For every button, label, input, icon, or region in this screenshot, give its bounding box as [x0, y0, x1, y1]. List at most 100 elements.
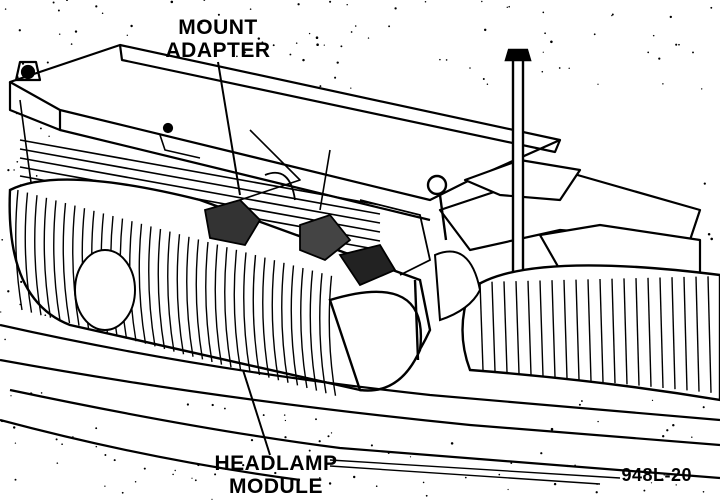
- speckle-dot: [262, 414, 265, 417]
- speckle-dot: [46, 61, 49, 64]
- speckle-dot: [464, 476, 467, 479]
- lens-rib: [148, 226, 156, 347]
- speckle-dot: [257, 37, 261, 40]
- speckle-dot: [323, 44, 325, 46]
- speckle-dot: [662, 435, 665, 438]
- speckle-dot: [95, 5, 98, 8]
- lens-rib: [599, 278, 604, 383]
- speckle-dot: [595, 491, 598, 494]
- lens-rib: [587, 279, 592, 381]
- speckle-dot: [44, 314, 47, 317]
- speckle-dot: [214, 473, 217, 476]
- speckle-dot: [422, 481, 425, 484]
- speckle-dot: [651, 399, 654, 402]
- mount-adapter-label-line1: MOUNT: [178, 16, 258, 39]
- speckle-dot: [55, 438, 58, 441]
- lens-rib: [515, 281, 520, 374]
- speckle-dot: [481, 0, 483, 3]
- speckle-dot: [12, 426, 16, 429]
- speckle-dot: [10, 395, 12, 397]
- mount-adapter-label: MOUNT ADAPTER: [158, 16, 278, 62]
- speckle-dot: [498, 473, 501, 476]
- speckle-dot: [284, 436, 287, 439]
- speckle-dot: [550, 40, 553, 44]
- speckle-dot: [703, 182, 706, 185]
- speckle-dot: [289, 53, 292, 56]
- speckle-dot: [318, 440, 321, 443]
- speckle-dot: [675, 43, 678, 46]
- front-fascia: [0, 323, 720, 482]
- lens-rib: [214, 244, 223, 365]
- lens-rib: [539, 280, 544, 377]
- speckle-dot: [507, 488, 509, 491]
- speckle-dot: [647, 51, 650, 54]
- speckle-dot: [56, 462, 59, 464]
- speckle-dot: [104, 454, 107, 456]
- speckle-dot: [52, 1, 55, 4]
- speckle-dot: [593, 33, 596, 36]
- speckle-dot: [316, 43, 319, 46]
- speckle-dot: [297, 3, 300, 6]
- speckle-dot: [66, 0, 68, 2]
- speckle-dot: [678, 43, 680, 46]
- speckle-dot: [217, 13, 220, 16]
- speckle-dot: [425, 494, 428, 497]
- leader-lines: [217, 61, 621, 485]
- speckle-dot: [211, 403, 214, 407]
- speckle-dot: [143, 467, 146, 470]
- speckle-dot: [553, 482, 557, 486]
- speckle-dot: [95, 445, 98, 448]
- speckle-dot: [40, 392, 43, 394]
- headlamp-module-label-line2: MODULE: [229, 475, 323, 498]
- speckle-dot: [669, 15, 672, 19]
- speckle-dot: [35, 175, 38, 177]
- lens-rib: [24, 192, 33, 313]
- speckle-dot: [542, 11, 545, 14]
- speckle-dot: [74, 30, 78, 33]
- speckle-dot: [666, 429, 669, 432]
- speckle-dot: [200, 22, 203, 25]
- speckle-dot: [652, 34, 655, 37]
- speckle-dot: [370, 444, 373, 447]
- lens-rib: [575, 279, 580, 380]
- lens-rib: [195, 239, 204, 360]
- lens-rib: [186, 236, 194, 357]
- speckle-dot: [1, 238, 4, 241]
- speckle-dot: [4, 338, 6, 341]
- speckle-dot: [409, 456, 412, 458]
- speckle-dot: [315, 418, 317, 421]
- speckle-dot: [540, 452, 543, 455]
- speckle-dot: [375, 485, 378, 488]
- mount-adapter-label-line2: ADAPTER: [165, 39, 271, 62]
- speckle-dot: [223, 407, 226, 410]
- lens-rib: [635, 278, 640, 386]
- speckle-dot: [328, 482, 332, 485]
- speckle-dot: [121, 491, 124, 494]
- speckle-dot: [58, 33, 61, 35]
- speckle-dot: [542, 51, 544, 53]
- lens-rib: [281, 262, 289, 383]
- speckle-dot: [13, 169, 15, 171]
- speckle-dot: [57, 9, 60, 12]
- speckle-dot: [101, 12, 104, 14]
- lens-rib: [671, 277, 676, 390]
- grille-slat: [19, 139, 381, 206]
- speckle-dot: [346, 3, 348, 6]
- speckle-dot: [350, 31, 353, 33]
- figure-id: 948L-20: [621, 465, 692, 485]
- headlamp-module-label: HEADLAMP MODULE: [206, 452, 346, 498]
- lens-rib: [53, 200, 61, 321]
- speckle-dot: [7, 290, 10, 293]
- lens-rib: [647, 277, 652, 387]
- lens-rib: [62, 202, 71, 324]
- speckle-dot: [367, 37, 370, 39]
- speckle-dot: [334, 76, 337, 79]
- lens-rib: [233, 249, 242, 370]
- lens-rib: [157, 228, 166, 350]
- speckle-dot: [295, 42, 298, 44]
- speckle-dot: [354, 25, 357, 27]
- lens-rib: [252, 254, 261, 376]
- lens-rib: [138, 223, 147, 344]
- speckle-dot: [661, 478, 663, 480]
